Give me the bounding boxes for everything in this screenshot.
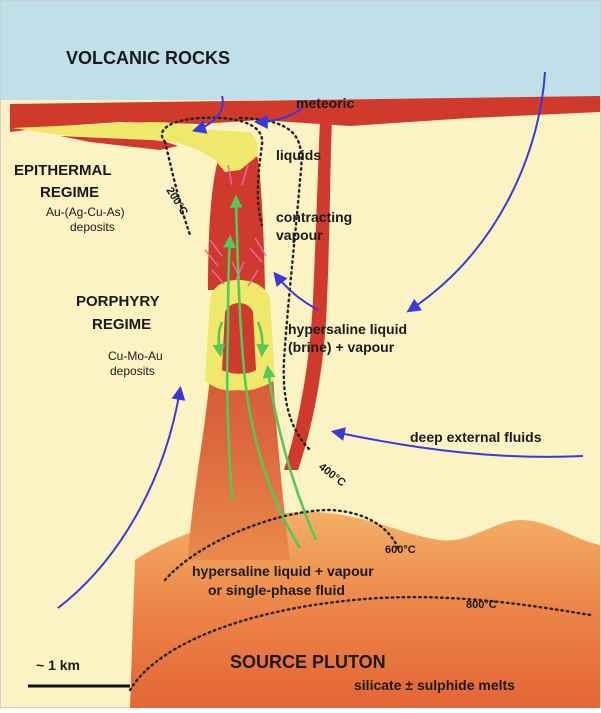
contracting-vapour-1: contracting <box>276 209 352 225</box>
epithermal-deposits-2: deposits <box>70 220 115 234</box>
deep-external-fluids-label: deep external fluids <box>410 429 542 445</box>
porphyry-title-2: REGIME <box>92 316 151 333</box>
hyper-single-2: or single-phase fluid <box>208 582 345 598</box>
hypersaline-brine-1: hypersaline liquid <box>288 321 407 337</box>
hypersaline-brine-2: (brine) + vapour <box>288 339 395 355</box>
melts-label: silicate ± sulphide melts <box>354 677 515 693</box>
epithermal-title-1: EPITHERMAL <box>14 162 112 179</box>
volcanic-rocks-label: VOLCANIC ROCKS <box>66 48 230 68</box>
hyper-single-1: hypersaline liquid + vapour <box>192 563 374 579</box>
porphyry-deposits-1: Cu-Mo-Au <box>108 349 163 363</box>
isotherm-800-label: 800°C <box>466 599 497 611</box>
scale-label: ~ 1 km <box>36 657 80 673</box>
source-pluton-label: SOURCE PLUTON <box>230 652 386 672</box>
contracting-vapour-2: vapour <box>276 227 323 243</box>
porphyry-deposits-2: deposits <box>110 364 155 378</box>
porphyry-title-1: PORPHYRY <box>76 293 160 310</box>
epithermal-deposits-1: Au-(Ag-Cu-As) <box>46 205 125 219</box>
epithermal-title-2: REGIME <box>40 184 99 201</box>
liquids-label: liquids <box>276 147 321 163</box>
isotherm-600-label: 600°C <box>385 544 416 556</box>
meteoric-label: meteoric <box>296 95 355 111</box>
